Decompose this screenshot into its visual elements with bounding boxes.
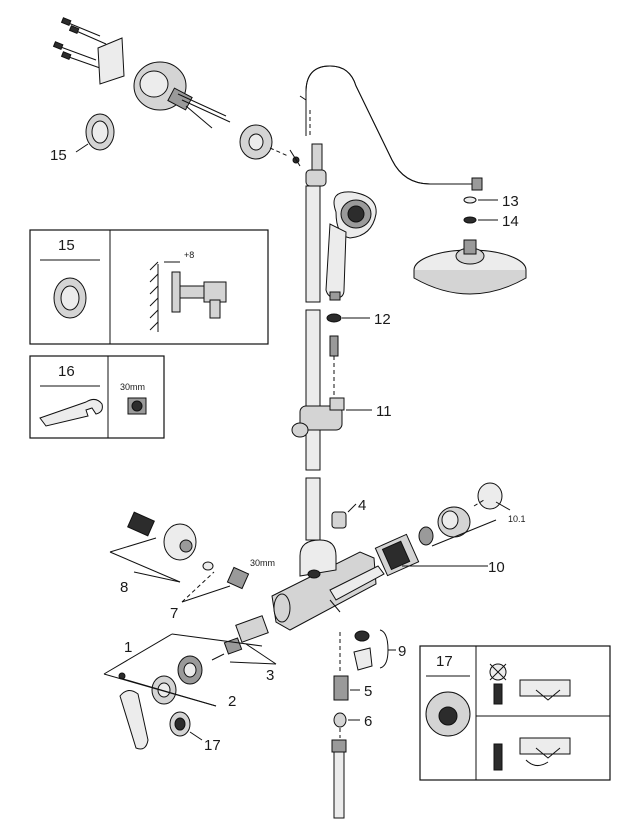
callout-7: 7 — [170, 605, 178, 622]
callout-14: 14 — [502, 213, 519, 230]
callout-11: 11 — [376, 403, 392, 420]
inset-16-panel: 16 30mm — [29, 355, 165, 439]
inset-17-panel: 17 — [419, 645, 611, 781]
inset-15-title: 15 — [58, 237, 75, 254]
dimension-nut-size: 30mm — [250, 558, 275, 568]
handle-cover — [477, 482, 503, 510]
callout-9: 9 — [398, 643, 406, 660]
callout-12: 12 — [374, 311, 391, 328]
callout-6: 6 — [364, 713, 372, 730]
upper-connector — [311, 143, 323, 171]
inset-17-wrong-step — [489, 663, 571, 705]
shower-arm-nut — [471, 177, 483, 191]
head-shower — [413, 239, 527, 295]
thermometer-icon — [493, 683, 503, 705]
part-3-cartridge: 3 — [211, 615, 277, 684]
inset-15-wall-section — [149, 261, 159, 332]
part-1-lever-assembly: 1 2 — [103, 633, 263, 750]
dimension-spacing: +8 — [184, 250, 194, 260]
part-8-inlet: 8 — [109, 511, 197, 596]
callout-10-1: 10.1 — [508, 514, 526, 524]
callout-2: 2 — [228, 693, 236, 710]
thermostat-body — [271, 539, 385, 631]
upper-rail-holder — [305, 169, 327, 187]
callout-15: 15 — [50, 147, 67, 164]
inset-17-right-step — [493, 737, 571, 771]
lever-handle — [119, 690, 149, 750]
part-15-escutcheon: 15 — [50, 113, 115, 164]
wall-bracket-assembly — [52, 17, 289, 160]
part-17-cap: 17 — [169, 711, 221, 754]
hose-end — [329, 335, 339, 357]
rail-bottom-section — [305, 477, 321, 541]
wrench-icon — [39, 398, 103, 427]
inset-15-rosette — [171, 271, 181, 313]
thermometer-icon-2 — [493, 743, 503, 771]
part-10-thermo-cartridge: 10 10.1 — [374, 482, 526, 577]
callout-8: 8 — [120, 579, 128, 596]
inset-16-title: 16 — [58, 363, 75, 380]
part-7-nut: 30mm 7 — [170, 558, 275, 622]
rail-lower-section — [305, 309, 321, 471]
inset-15-panel: 15 +8 — [29, 229, 269, 345]
wall-plate — [97, 37, 125, 85]
callout-10: 10 — [488, 559, 505, 576]
callout-4: 4 — [358, 497, 366, 514]
part-4-cap: 4 — [331, 497, 366, 529]
shower-riser-rail — [289, 65, 483, 541]
outlet-fitting — [333, 675, 349, 701]
callout-5: 5 — [364, 683, 372, 700]
bracket-nipple — [167, 87, 193, 111]
inset-16-nut-label: 30mm — [120, 382, 145, 392]
callout-3: 3 — [266, 667, 274, 684]
hand-shower — [325, 191, 377, 301]
part-12-hose-washer: 12 — [326, 311, 391, 396]
spout — [329, 565, 385, 601]
part-13-14-washers: 13 14 — [463, 193, 519, 230]
part-9-aerator: 9 — [353, 629, 406, 671]
part-5-6-outlet: 5 6 — [331, 632, 372, 819]
inset-17-title: 17 — [436, 653, 453, 670]
rail-upper-section — [305, 185, 321, 303]
lower-hose — [333, 751, 345, 819]
callout-1: 1 — [124, 639, 132, 656]
part-11-slider: 11 — [291, 397, 392, 438]
callout-17-small: 17 — [204, 737, 221, 754]
callout-13: 13 — [502, 193, 519, 210]
wall-screws — [52, 17, 107, 69]
body-outlet — [299, 539, 337, 577]
